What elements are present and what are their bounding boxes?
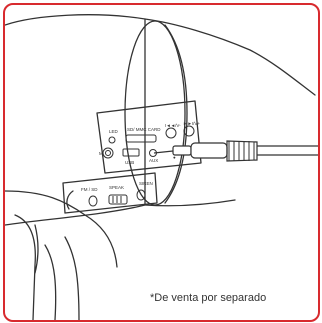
vol-down-button — [165, 127, 177, 139]
aux-label: AUX — [149, 158, 158, 163]
vol-up-button — [183, 125, 195, 137]
speak-label: SPEAK — [109, 185, 124, 190]
plug-body — [190, 142, 228, 159]
usb-port — [122, 148, 140, 157]
usb-label: USB — [125, 160, 134, 165]
vol-up-label: ►►I/V+ — [183, 121, 200, 126]
fm-sd-button — [88, 195, 98, 207]
handle — [5, 190, 118, 268]
fm-sd-label: FM / SD — [81, 187, 98, 192]
control-panel — [96, 100, 202, 174]
m-button — [102, 147, 114, 159]
led-label: LED — [109, 129, 119, 134]
power-label: ● — [173, 155, 176, 160]
sd-card-label: SD/ MMC CARD — [127, 127, 161, 132]
footnote: *De venta por separado — [150, 292, 267, 304]
body-end-ellipse — [124, 20, 186, 206]
siren-button — [136, 189, 146, 201]
cable-wire — [257, 145, 318, 156]
vol-down-label: I◄◄/V- — [165, 123, 181, 128]
plug-tip — [172, 145, 192, 156]
megaphone-aux-diagram: LED SD/ MMC CARD I◄◄/V- ►►I/V+ M USB AUX… — [5, 14, 318, 320]
megaphone-body-outline — [144, 18, 316, 96]
siren-label: SIREN — [139, 181, 153, 186]
m-label: M — [99, 151, 103, 156]
megaphone-horn — [5, 14, 146, 226]
lower-control-strip — [62, 172, 158, 214]
aux-cable — [153, 140, 318, 162]
speak-switch — [108, 194, 128, 205]
led-indicator — [108, 136, 116, 144]
sd-card-slot — [125, 134, 157, 143]
illustration-frame: LED SD/ MMC CARD I◄◄/V- ►►I/V+ M USB AUX… — [3, 3, 320, 322]
